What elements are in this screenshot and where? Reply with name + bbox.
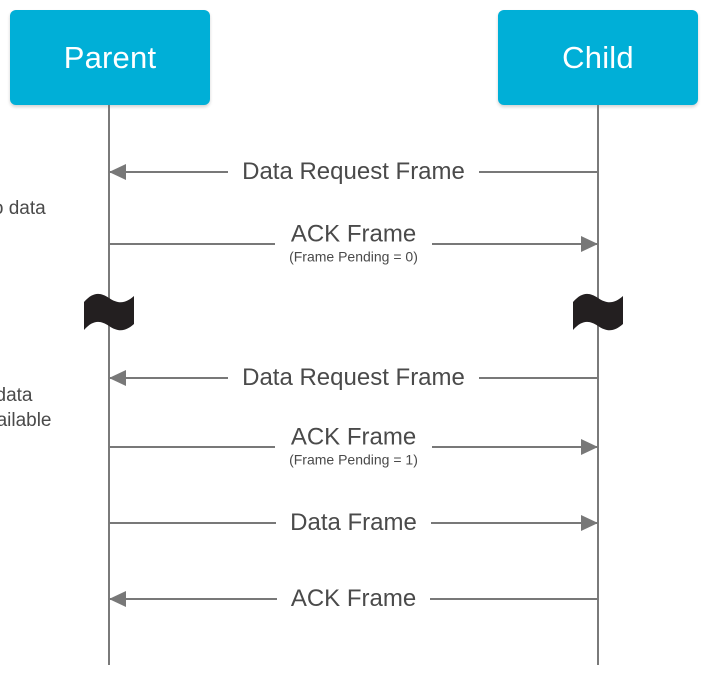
lifeline-child [597, 105, 599, 665]
message-line-3 [109, 377, 598, 379]
arrowhead-left-icon-1 [109, 164, 126, 180]
message-line-1 [109, 171, 598, 173]
message-line-5 [109, 522, 598, 524]
side-note-no-data: no data [0, 196, 94, 221]
break-symbol-parent [83, 293, 135, 333]
arrowhead-right-icon-4 [581, 439, 598, 455]
participant-label-parent: Parent [63, 40, 157, 75]
side-note-no-data-text: no data [0, 198, 46, 219]
side-note-data-available-line1: data [0, 385, 33, 406]
flag-icon [573, 293, 623, 331]
side-note-data-available-line2: available [0, 410, 52, 431]
arrowhead-right-icon-5 [581, 515, 598, 531]
participant-label-child: Child [562, 40, 634, 75]
arrowhead-left-icon-3 [109, 370, 126, 386]
participant-box-parent[interactable]: Parent [10, 10, 210, 105]
side-note-data-available: data available [0, 383, 94, 433]
break-symbol-child [572, 293, 624, 333]
flag-icon [84, 293, 134, 331]
message-line-4 [109, 446, 598, 448]
arrowhead-right-icon-2 [581, 236, 598, 252]
message-line-6 [109, 598, 598, 600]
message-line-2 [109, 243, 598, 245]
participant-box-child[interactable]: Child [498, 10, 698, 105]
message-sublabel-2: (Frame Pending = 0) [289, 248, 418, 265]
message-sublabel-4: (Frame Pending = 1) [289, 451, 418, 468]
arrowhead-left-icon-6 [109, 591, 126, 607]
